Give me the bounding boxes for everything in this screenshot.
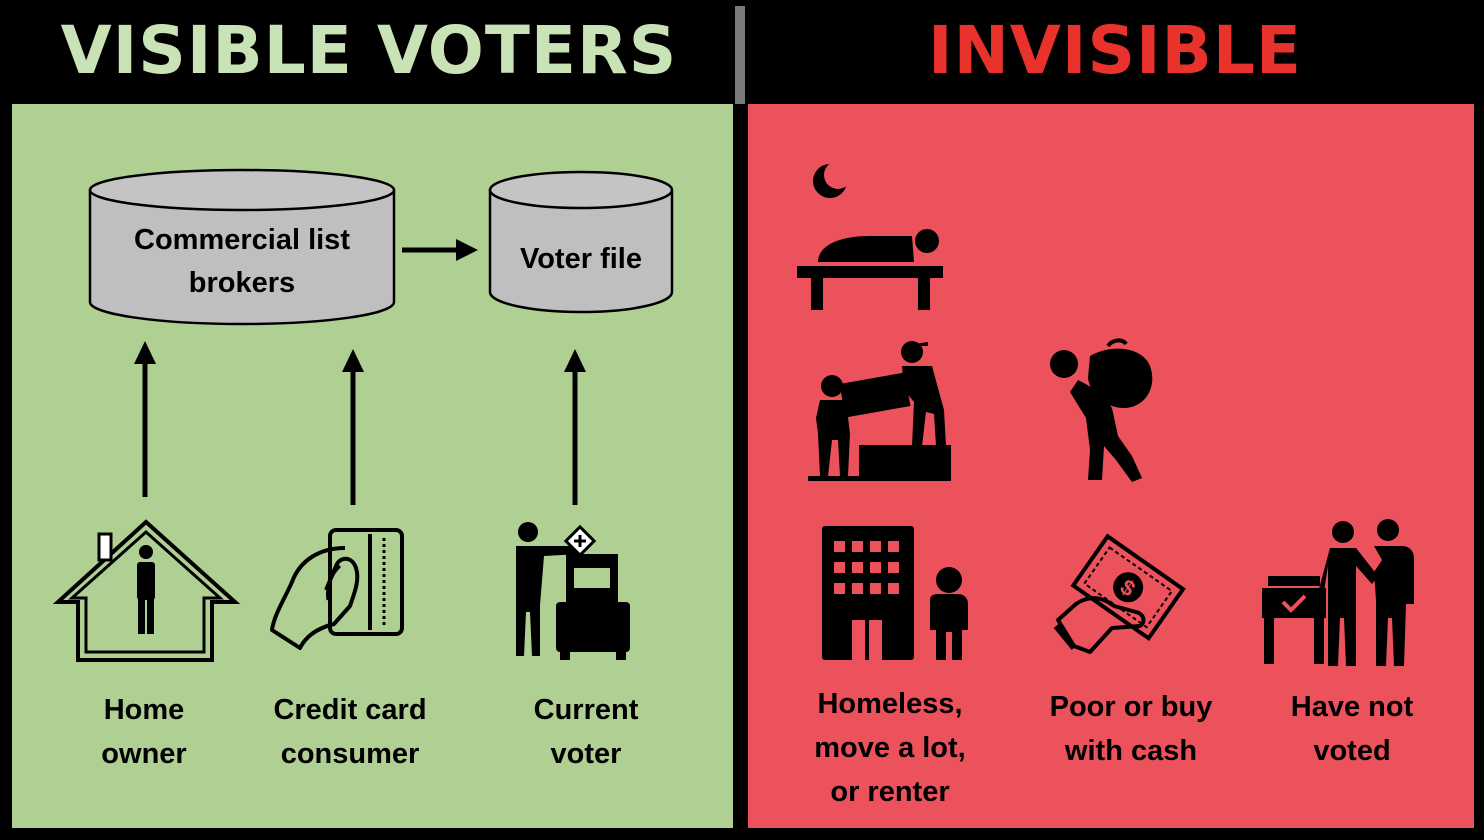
house-person-icon <box>52 519 241 662</box>
people-ballot-table-icon <box>1262 519 1414 666</box>
poor-cash-label: Poor or buy with cash <box>1049 691 1213 767</box>
voter-file-database-icon <box>488 170 674 314</box>
brokers-to-voter-file-arrow <box>402 239 478 261</box>
home-owner-label: Home owner <box>101 694 187 770</box>
have-not-voted-label: Have not voted <box>1290 691 1414 767</box>
brokers-database-icon <box>88 168 396 326</box>
moon-sleeping-bench-icon <box>797 161 943 310</box>
hand-cash-icon: $ <box>1053 533 1186 654</box>
invisible-title: INVISIBLE <box>928 11 1302 89</box>
home-owner-arrow <box>134 341 156 497</box>
credit-card-consumer-label: Credit card consumer <box>273 694 427 770</box>
moving-box-icon <box>808 341 951 481</box>
hand-credit-card-icon <box>270 528 404 650</box>
brokers-database-label: Commercial list brokers <box>134 224 350 299</box>
voter-file-database-label: Voter file <box>520 243 642 275</box>
current-voter-arrow <box>564 349 586 505</box>
homeless-renter-label: Homeless, move a lot, or renter <box>814 688 966 808</box>
building-person-icon <box>822 526 968 660</box>
person-carrying-sack-icon <box>1050 338 1153 482</box>
voter-ballot-box-icon <box>516 522 630 660</box>
header-divider <box>735 6 745 104</box>
current-voter-label: Current voter <box>533 694 639 770</box>
visible-voters-title: VISIBLE VOTERS <box>60 11 678 89</box>
credit-card-arrow <box>342 349 364 505</box>
